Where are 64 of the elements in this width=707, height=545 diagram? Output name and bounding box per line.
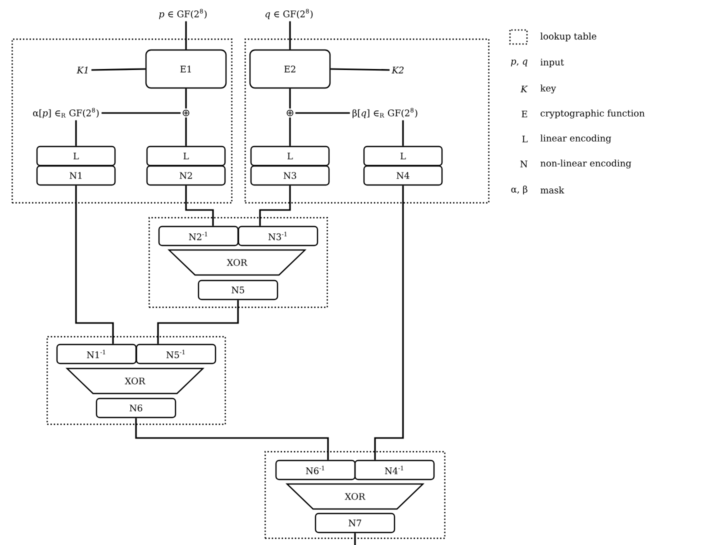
- connector-line: [75, 120, 77, 146]
- encoding-box: N5$^{-1}$: [136, 344, 216, 364]
- connector-line: [330, 68, 390, 71]
- legend-symbol: E: [522, 110, 528, 118]
- connector-line: [91, 68, 146, 71]
- connector-line: [289, 117, 291, 146]
- encoding-box: N7: [314, 512, 396, 534]
- connector-line: [75, 186, 114, 344]
- encoding-box: N3$^{-1}$: [238, 226, 318, 246]
- lookup-table-box: [244, 38, 490, 204]
- function-box: E1: [145, 49, 227, 89]
- legend-symbol: K: [520, 86, 528, 92]
- input-label: α[p] ∈$_{R}$ GF(2$^{8}$): [33, 108, 99, 118]
- connector-line: [289, 21, 291, 50]
- encoding-box: L: [36, 146, 116, 166]
- lookup-table-box: [148, 217, 328, 308]
- encoding-box: N6: [96, 398, 176, 418]
- legend-symbol: α, β: [511, 186, 528, 194]
- lookup-table-box: [46, 336, 226, 425]
- function-box: E2: [249, 49, 331, 89]
- legend-symbol: p, q: [510, 60, 528, 66]
- encoding-box: N1: [36, 165, 116, 186]
- connector-line: [259, 186, 291, 226]
- connector-line: [289, 88, 291, 108]
- connector-line: [354, 533, 356, 545]
- encoding-box: L: [146, 146, 226, 166]
- legend-symbol: L: [522, 136, 528, 142]
- connector-line: [295, 112, 350, 114]
- encoding-box: N6$^{-1}$: [275, 460, 356, 480]
- connector-line: [157, 300, 239, 344]
- connector-line: [402, 120, 404, 146]
- legend-text: input: [540, 58, 564, 68]
- encoding-box: N4: [363, 165, 443, 186]
- lookup-table-box: [12, 38, 232, 204]
- connector-line: [185, 88, 187, 108]
- connector-line: [374, 186, 404, 460]
- encoding-box: L: [250, 146, 330, 166]
- encoding-box: N1$^{-1}$: [56, 344, 137, 364]
- encoding-box: N2: [146, 165, 226, 186]
- key-label: K2: [392, 66, 404, 74]
- encoding-box: N4$^{-1}$: [354, 460, 435, 480]
- encoding-box: L: [363, 146, 443, 166]
- encoding-box: N3: [250, 165, 330, 186]
- encoding-box: N2$^{-1}$: [158, 226, 239, 246]
- legend-text: key: [540, 84, 556, 94]
- connector-line: [185, 117, 187, 146]
- legend-text: non-linear encoding: [540, 160, 632, 168]
- input-label: β[q] ∈$_{R}$ GF(2$^{8}$): [352, 108, 418, 118]
- xor-symbol: ⊕: [182, 110, 190, 116]
- legend-text: lookup table: [540, 32, 596, 42]
- xor-symbol: ⊕: [286, 110, 294, 116]
- legend-symbol: N: [520, 160, 528, 168]
- connector-line: [135, 418, 329, 460]
- legend-text: linear encoding: [540, 134, 612, 144]
- input-label: q ∈ GF(2$^{8}$): [265, 8, 313, 20]
- legend-text: cryptographic function: [540, 110, 645, 118]
- connector-line: [185, 186, 214, 226]
- connector-line: [102, 112, 181, 114]
- lookup-table-box: [264, 451, 446, 539]
- input-label: p ∈ GF(2$^{8}$): [159, 8, 207, 20]
- legend-text: mask: [540, 186, 564, 194]
- encoding-box: N5: [198, 280, 278, 300]
- key-label: K1: [76, 66, 88, 74]
- connector-line: [185, 21, 187, 50]
